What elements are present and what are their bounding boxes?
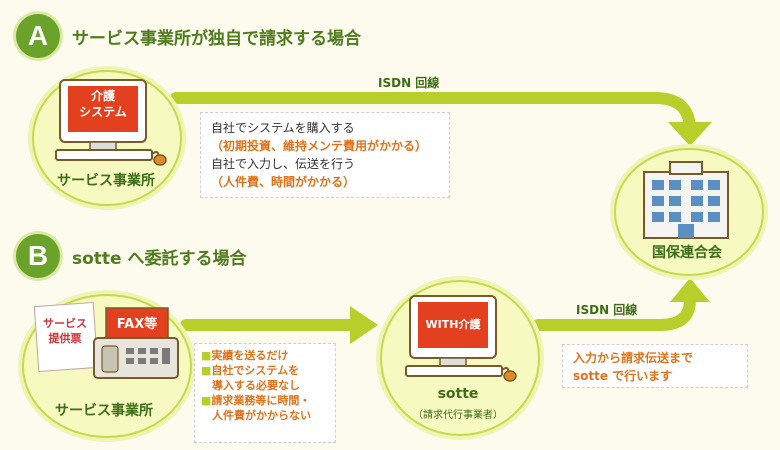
section-b-heading: sotte へ委託する場合 bbox=[72, 249, 247, 269]
arrow-b-head bbox=[350, 306, 378, 344]
paper-line-2: 提供票 bbox=[48, 332, 82, 345]
bullet-1: ■実績を送るだけ bbox=[201, 349, 289, 362]
section-a-badge: A bbox=[16, 14, 60, 58]
note-a-line-1: 自社でシステムを購入する bbox=[211, 121, 355, 135]
isdn-b-label: ISDN 回線 bbox=[576, 303, 638, 317]
bullet-2b: 導入する必要なし bbox=[212, 379, 300, 392]
monitor-a-line-2: システム bbox=[79, 105, 127, 119]
note-a-line-4: （人件費、時間がかかる） bbox=[211, 175, 356, 189]
computer-icon bbox=[55, 79, 167, 166]
sotte-sublabel: （請求代行事業者） bbox=[413, 410, 503, 421]
section-a-note: 自社でシステムを購入する （初期投資、維持メンテ費用がかかる） 自社で入力し、伝… bbox=[200, 112, 450, 198]
fax-icon bbox=[93, 307, 179, 379]
note-b-line-1: 入力から請求伝送まで bbox=[573, 351, 694, 365]
paper-text: サービス 提供票 bbox=[40, 316, 90, 346]
bullet-3: ■請求業務等に時間・ bbox=[201, 394, 311, 407]
computer-icon bbox=[405, 295, 517, 382]
section-b-bullets: ■実績を送るだけ ■自社でシステムを 導入する必要なし ■請求業務等に時間・ 人… bbox=[194, 343, 336, 443]
monitor-a-screen-text: 介護 システム bbox=[68, 88, 138, 120]
building-icon bbox=[643, 161, 729, 239]
kokuho-label: 国保連合会 bbox=[652, 245, 722, 261]
isdn-a-label: ISDN 回線 bbox=[378, 76, 440, 90]
sotte-monitor-text: WITH介護 bbox=[425, 318, 481, 331]
section-b-badge: B bbox=[16, 234, 60, 278]
sotte-label: sotte bbox=[437, 386, 479, 402]
arrow-sotte-to-kokuho bbox=[532, 294, 696, 331]
bullet-2: ■自社でシステムを bbox=[201, 364, 300, 377]
note-b-line-2: sotte で行います bbox=[573, 369, 673, 383]
paper-line-1: サービス bbox=[43, 317, 87, 330]
bullet-3b: 人件費がかからない bbox=[212, 409, 311, 422]
note-a-line-2: （初期投資、維持メンテ費用がかかる） bbox=[211, 139, 428, 153]
office-a-label: サービス事業所 bbox=[57, 173, 155, 189]
section-b-note: 入力から請求伝送まで sotte で行います bbox=[562, 344, 748, 388]
monitor-a-line-1: 介護 bbox=[90, 89, 115, 103]
arrow-a-head bbox=[668, 122, 712, 146]
note-a-line-3: 自社で入力し、伝送を行う bbox=[211, 157, 356, 171]
office-b-label: サービス事業所 bbox=[55, 403, 153, 419]
fax-text: FAX等 bbox=[116, 317, 158, 332]
section-a-heading: サービス事業所が独自で請求する場合 bbox=[72, 29, 361, 49]
office-a-blob bbox=[32, 70, 182, 206]
arrow-sotte-head bbox=[670, 278, 710, 302]
